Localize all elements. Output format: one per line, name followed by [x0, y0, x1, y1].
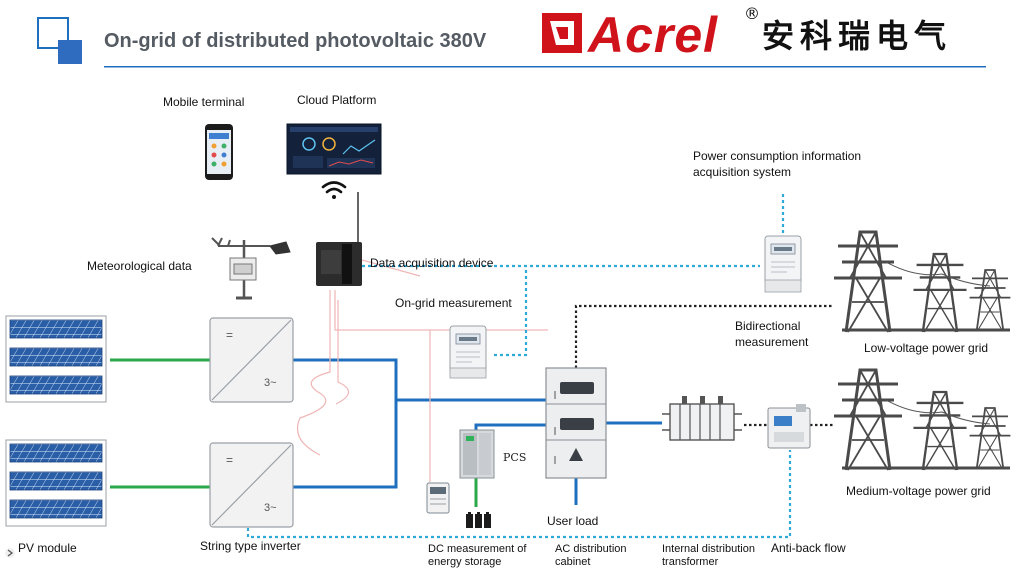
acrel-logo-chinese: 安科瑞电气	[762, 17, 953, 55]
string-inverter-2	[209, 442, 294, 528]
power-consumption-meter-icon	[764, 235, 802, 293]
inverter-2-ac-symbol: 3~	[264, 502, 277, 514]
header-logo-squares	[37, 17, 82, 64]
page-title: On-grid of distributed photovoltaic 380V	[104, 30, 487, 52]
inverter-1-dc-symbol: =	[226, 328, 234, 342]
string-inverter-1	[209, 317, 294, 403]
mobile-phone-icon	[205, 124, 233, 180]
ac-cabinet-label-line1: AC distribution	[555, 543, 627, 555]
power-consumption-label-line2: acquisition system	[693, 165, 792, 179]
header-divider	[104, 66, 986, 68]
dotted-black-lines	[574, 304, 834, 427]
bidirectional-label-line1: Bidirectional	[735, 319, 801, 333]
meteorological-data-label: Meteorological data	[87, 259, 192, 273]
dc-meter-icon	[426, 482, 450, 514]
dc-storage-label-line1: DC measurement of	[428, 543, 527, 555]
pv-module-label: PV module	[18, 541, 77, 555]
user-load-label: User load	[547, 514, 599, 528]
low-voltage-grid-label: Low-voltage power grid	[864, 341, 989, 355]
inverter-ac-bus	[293, 358, 548, 489]
low-voltage-grid-towers	[832, 230, 1012, 334]
registered-mark: ®	[744, 4, 760, 23]
anti-back-flow-label: Anti-back flow	[771, 541, 846, 555]
pcs-cabinet-icon	[459, 429, 495, 479]
weather-station-icon	[211, 237, 291, 300]
pcs-label: PCS	[503, 451, 527, 464]
dc-storage-label-line2: energy storage	[428, 556, 502, 568]
transformer-label-line1: Internal distribution	[662, 543, 755, 555]
data-acquisition-device-icon	[316, 192, 362, 286]
data-acquisition-device-label: Data acquisition device	[370, 256, 494, 270]
on-grid-measurement-label: On-grid measurement	[395, 296, 512, 310]
inverter-1-ac-symbol: 3~	[264, 377, 277, 389]
transformer-icon	[662, 396, 742, 441]
power-consumption-label-line1: Power consumption information	[693, 149, 862, 163]
transformer-label-line2: transformer	[662, 556, 719, 568]
ac-distribution-cabinet-icon	[545, 367, 607, 479]
anti-back-flow-device-icon	[767, 404, 811, 449]
string-inverter-label: String type inverter	[200, 539, 301, 553]
on-grid-meter-icon	[449, 325, 487, 379]
dotted-communication-lines	[246, 194, 792, 539]
acrel-logo-text: Acrel	[588, 7, 719, 63]
cloud-platform-label: Cloud Platform	[297, 93, 377, 107]
battery-icons	[466, 512, 491, 528]
medium-voltage-grid-towers	[832, 368, 1012, 472]
pv-module-array-1	[5, 315, 107, 403]
inverter-2-dc-symbol: =	[226, 453, 234, 467]
ac-cabinet-label-line2: cabinet	[555, 556, 591, 568]
medium-voltage-grid-label: Medium-voltage power grid	[846, 484, 991, 498]
bidirectional-label-line2: measurement	[735, 335, 809, 349]
acrel-logo-mark	[542, 13, 582, 53]
signal-lines	[296, 259, 548, 482]
cloud-platform-screen-icon	[286, 123, 382, 175]
nav-arrow-icon	[5, 548, 15, 558]
pv-module-array-2	[5, 439, 107, 527]
wifi-icon	[321, 181, 347, 199]
mobile-terminal-label: Mobile terminal	[163, 95, 245, 109]
